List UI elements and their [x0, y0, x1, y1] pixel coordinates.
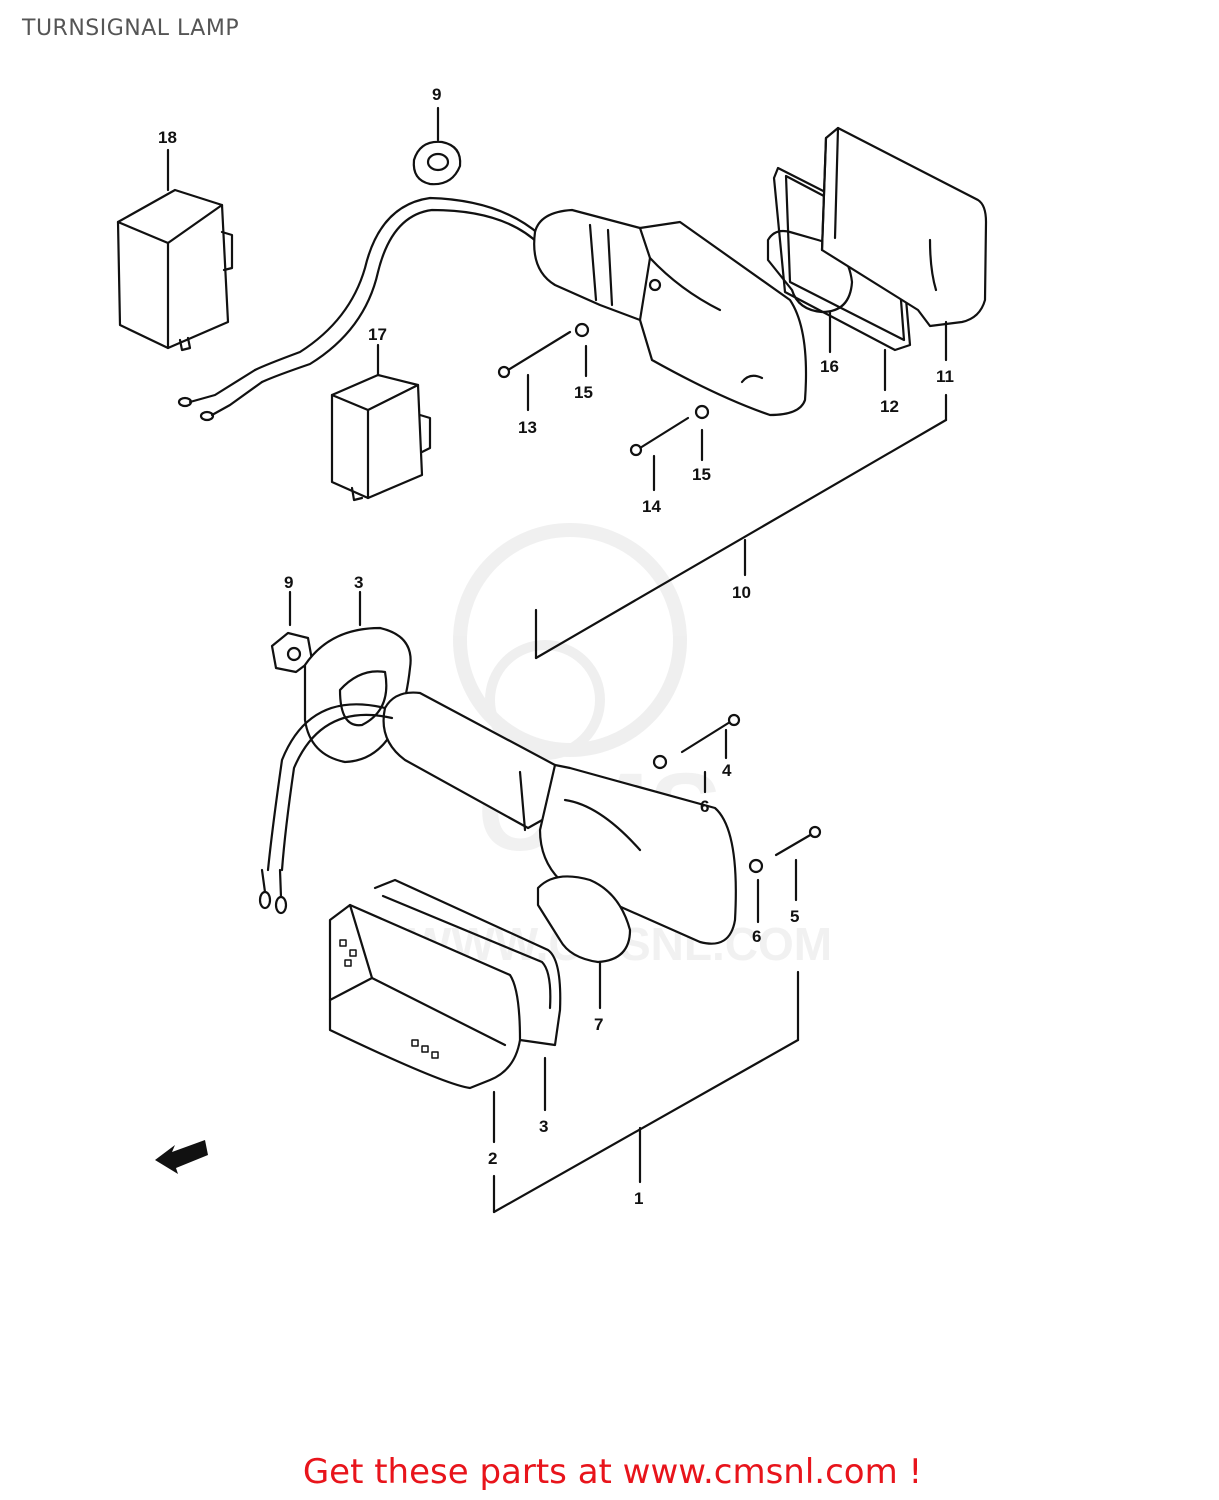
- part-1-lamp-stem: [382, 691, 737, 945]
- callout-7: 7: [594, 1015, 603, 1034]
- part-13-screw: [497, 330, 572, 412]
- callout-2: 2: [488, 1149, 497, 1168]
- callout-16: 16: [820, 357, 839, 376]
- callout-4: 4: [722, 761, 732, 780]
- top-wire-harness: [177, 196, 542, 422]
- callout-5: 5: [790, 907, 799, 926]
- callout-15-a: 15: [574, 383, 593, 402]
- lower-wire-harness: [258, 703, 394, 915]
- callout-12: 12: [880, 397, 899, 416]
- part-7-bulb-bottom: [536, 875, 632, 1010]
- callout-3-lower: 3: [539, 1117, 548, 1136]
- part-2-lens-bottom: [328, 903, 522, 1144]
- callout-14: 14: [642, 497, 661, 516]
- bracket-1: [492, 970, 800, 1214]
- page-title: TURNSIGNAL LAMP: [22, 16, 240, 41]
- callout-3-upper: 3: [354, 573, 363, 592]
- callout-9-bottom: 9: [284, 573, 293, 592]
- callout-10: 10: [732, 583, 751, 602]
- part-15-washer-b: [694, 404, 710, 462]
- part-14-screw: [629, 416, 690, 492]
- get-parts-link[interactable]: Get these parts at www.cmsnl.com !: [0, 1452, 1219, 1492]
- part-3-gasket-lower: [373, 878, 562, 1112]
- part-10-rear-signal-housing: [533, 208, 808, 417]
- callout-13: 13: [518, 418, 537, 437]
- callout-6-b: 6: [752, 927, 761, 946]
- callout-6-a: 6: [700, 797, 709, 816]
- bracket-10: [534, 393, 948, 660]
- part-4-screw: [680, 713, 741, 760]
- callout-9-top: 9: [432, 85, 441, 104]
- part-9-nut-bottom: [270, 590, 314, 674]
- part-11-lens-top: [820, 126, 988, 362]
- get-parts-link-text: Get these parts at www.cmsnl.com !: [302, 1452, 923, 1492]
- front-direction-arrow-icon: [155, 1140, 208, 1174]
- callout-11: 11: [936, 367, 954, 386]
- part-18-relay: [116, 148, 234, 352]
- part-5-screw: [774, 825, 822, 902]
- callout-1: 1: [634, 1189, 643, 1208]
- callout-18: 18: [158, 128, 177, 147]
- part-9-grommet-top: [412, 106, 462, 186]
- part-6-washer-b: [748, 858, 764, 924]
- callout-17: 17: [368, 325, 387, 344]
- part-15-washer-a: [574, 322, 590, 378]
- callout-15-b: 15: [692, 465, 711, 484]
- part-6-washer-a: [652, 754, 707, 794]
- part-17-small-relay: [330, 343, 432, 502]
- callout-labels: 18 9 17 13 15 16 12 11 14 15 10 9 3 4 6 …: [158, 85, 954, 1208]
